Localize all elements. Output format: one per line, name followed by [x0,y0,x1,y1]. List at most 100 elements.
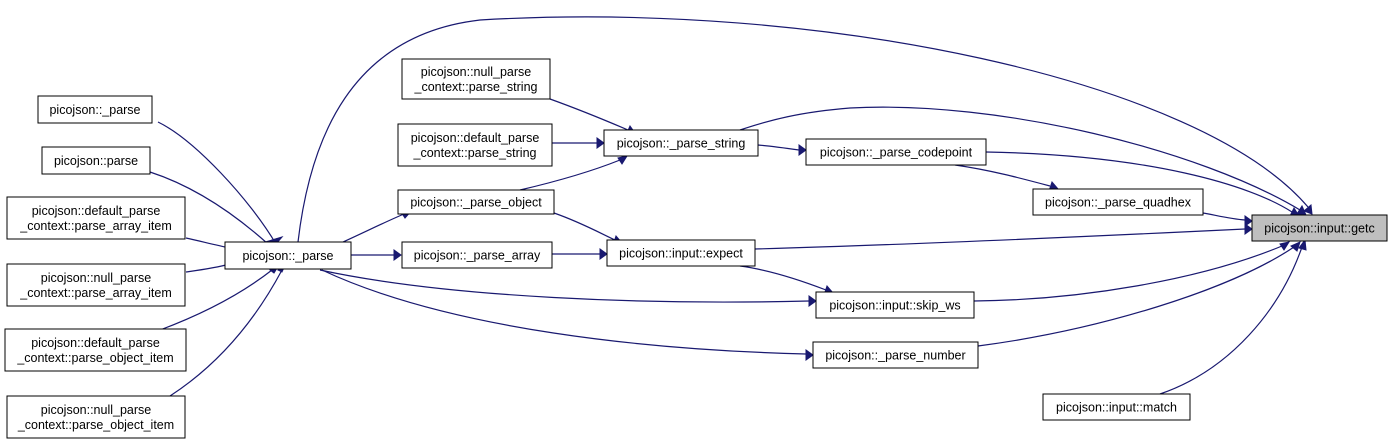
arrowhead [1244,223,1253,235]
edge-input_getc-to-p_parse_quadhex [1202,212,1253,227]
edge-line [973,245,1283,302]
arrowhead [1290,241,1301,252]
node-parse[interactable]: picojson::parse [41,146,151,175]
arrowhead [1303,204,1313,215]
node-box [812,341,979,369]
edge-line [754,228,1246,250]
arrowhead [599,248,608,260]
edge-line [342,213,405,243]
node-input-match[interactable]: picojson::input::match [1042,393,1191,421]
arrowhead [1279,241,1291,251]
edge-line [149,171,269,245]
node-label: picojson::_parse [242,249,333,263]
edge-line [549,98,629,131]
edge-line [1202,212,1246,221]
node-dp-string[interactable]: picojson::default_parse_context::parse_s… [397,123,553,167]
node-box [1251,214,1388,242]
node-input-skip-ws[interactable]: picojson::input::skip_ws [815,291,975,319]
edge-line [985,151,1293,213]
node-dp-object-item[interactable]: picojson::default_parse_context::parse_o… [4,328,187,372]
node-label: picojson::_parse_quadhex [1045,196,1192,210]
edge-line [319,269,810,303]
node-label: picojson::_parse [49,103,140,117]
node-box [37,95,153,124]
edge-input_skip_ws-to-input_expect [739,265,834,296]
node-p-parse-array[interactable]: picojson::_parse_array [401,241,553,269]
arrowhead [617,155,629,165]
node-np-object-item[interactable]: picojson::null_parse_context::parse_obje… [6,395,186,439]
node-label: picojson::input::expect [619,247,743,261]
edge-p_parse_string-to-dp_string [552,137,605,149]
edge-p_parse_quadhex-to-p_parse_codepoint [954,164,1059,192]
edge-p_parse_object-to-p_parse [342,209,414,243]
node-label: _context::parse_string [413,146,537,160]
arrowhead [1244,215,1253,227]
edge-p_parse-to-np_object_item [169,262,287,397]
node-label: picojson::default_parse [411,131,540,145]
node-box [1032,188,1204,216]
node-input-getc[interactable]: picojson::input::getc [1251,214,1388,242]
arrowhead [1298,238,1307,251]
node-box [401,58,551,100]
node-box [397,189,555,215]
node-label: picojson::null_parse [421,65,532,79]
edge-p_parse_codepoint-to-p_parse_string [757,144,807,156]
node-p-parse-string[interactable]: picojson::_parse_string [603,129,759,157]
edge-line [977,246,1295,347]
node-label: picojson::_parse_codepoint [820,146,973,160]
node-label: picojson::null_parse [41,271,152,285]
node-box [6,196,186,240]
edge-p_parse_number-to-p_parse [321,269,814,361]
edge-line [1159,246,1303,395]
node-p-parse-object[interactable]: picojson::_parse_object [397,189,555,215]
node-p-parse-number[interactable]: picojson::_parse_number [812,341,979,369]
node-box [397,123,553,167]
node-box [6,263,186,307]
node-box [603,129,759,157]
node-box [805,138,987,166]
node-box [4,328,187,372]
node-box [41,146,151,175]
node-input-expect[interactable]: picojson::input::expect [606,239,756,267]
node-label: picojson::default_parse [32,204,161,218]
edge-input_getc-to-input_expect [754,223,1253,250]
edge-line [954,164,1051,187]
edge-line [157,121,277,245]
arrowhead [596,137,605,149]
node-box [815,291,975,319]
node-label: _context::parse_array_item [19,286,171,300]
node-box [606,239,756,267]
node-np-string[interactable]: picojson::null_parse_context::parse_stri… [401,58,551,100]
node-p-parse-top[interactable]: picojson::_parse [37,95,153,124]
edge-p_parse_array-to-p_parse [351,249,402,261]
node-np-array-item[interactable]: picojson::null_parse_context::parse_arra… [6,263,186,307]
node-p-parse[interactable]: picojson::_parse [224,241,352,270]
edge-input_skip_ws-to-p_parse [319,269,817,307]
edge-line [185,263,231,273]
node-label: picojson::_parse_array [414,249,541,263]
nodes-layer: picojson::_parsepicojson::parsepicojson:… [4,58,1388,439]
node-label: _context::parse_array_item [19,219,171,233]
edge-p_parse_string-to-p_parse_object [519,155,629,191]
node-dp-array-item[interactable]: picojson::default_parse_context::parse_a… [6,196,186,240]
node-label: picojson::parse [54,154,138,168]
edge-line [321,269,807,355]
node-label: _context::parse_string [414,80,538,94]
arrowhead [393,249,402,261]
edge-input_getc-to-p_parse_number [977,241,1301,347]
arrowhead [805,349,814,361]
edge-line [297,16,1309,243]
edge-line [757,144,800,151]
edge-line [169,269,283,397]
node-p-parse-codepoint[interactable]: picojson::_parse_codepoint [805,138,987,166]
node-label: picojson::null_parse [41,403,152,417]
node-p-parse-quadhex[interactable]: picojson::_parse_quadhex [1032,188,1204,216]
node-box [6,395,186,439]
node-label: _context::parse_object_item [16,351,173,365]
node-label: picojson::_parse_object [410,196,542,210]
edge-input_getc-to-p_parse [297,16,1313,243]
node-box [1042,393,1191,421]
edge-line [739,106,1301,211]
node-label: picojson::input::match [1056,401,1177,415]
